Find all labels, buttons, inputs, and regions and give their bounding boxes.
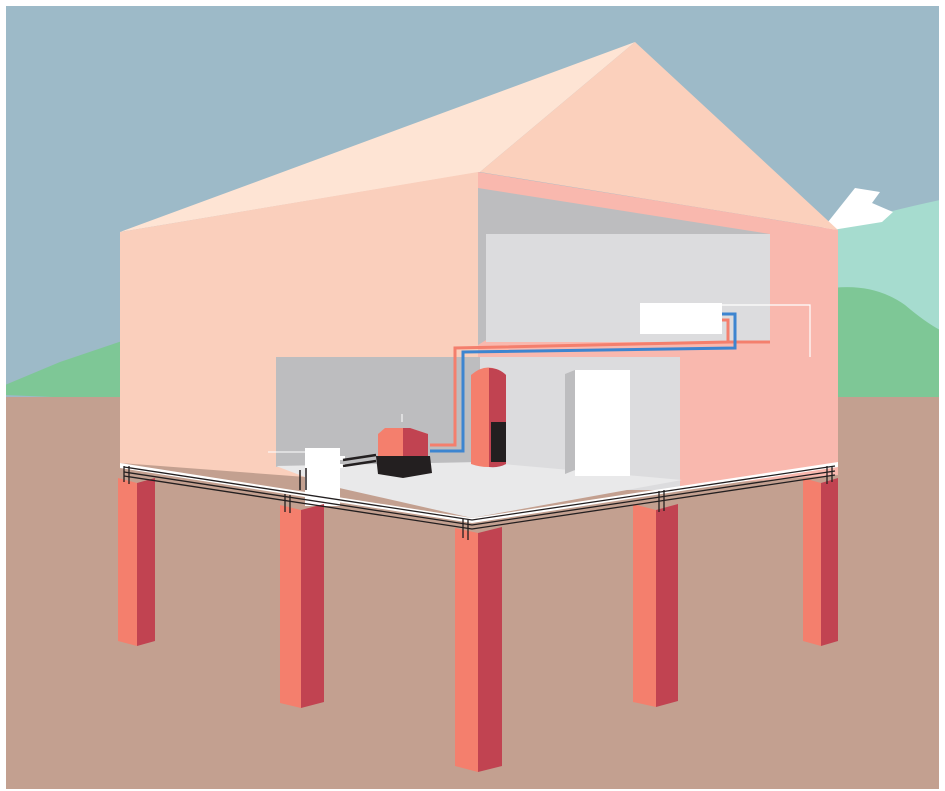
interior-door-icon [575,370,630,476]
energy-pile-right [803,478,838,646]
door-frame-shadow [565,370,575,474]
energy-pile-front-left [280,504,324,708]
energy-pile-left [118,478,155,646]
energy-pile-front-right [633,504,678,707]
tank-control-panel [491,422,506,462]
wall-radiator-icon [640,303,722,334]
energy-pile-center [455,527,502,772]
